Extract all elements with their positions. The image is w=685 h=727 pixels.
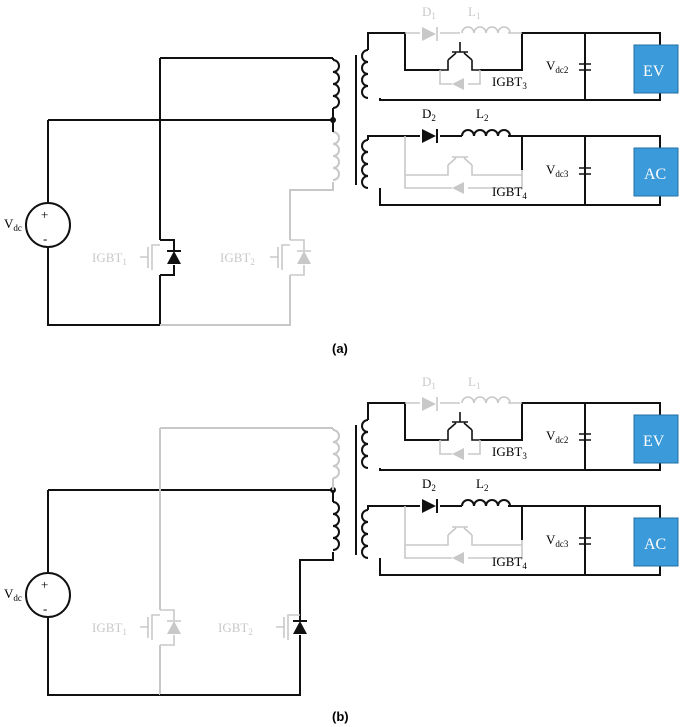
igbt1-label-a: IGBT1 — [92, 250, 127, 267]
ev-load-box-b — [633, 414, 679, 464]
primary-coil-top-a — [332, 59, 340, 109]
plus-sign: + — [41, 207, 48, 222]
ac-load-box-a — [633, 147, 679, 197]
caption-b: (b) — [332, 709, 349, 724]
vdc-label-b: Vdc — [4, 586, 22, 603]
ac-load-box-b — [633, 517, 679, 567]
d2-label-a: D2 — [422, 106, 436, 123]
diode-igbt2-b — [293, 621, 307, 634]
diode-igbt1-a — [167, 251, 181, 264]
vdc2-label-b: Vdc2 — [546, 428, 568, 445]
igbt2-label-b: IGBT2 — [218, 620, 253, 637]
ev-load-label-b: EV — [643, 433, 665, 450]
igbt3-label-b: IGBT3 — [492, 444, 527, 461]
igbt2-label-a: IGBT2 — [220, 250, 255, 267]
vdc3-label-b: Vdc3 — [546, 532, 569, 549]
l1-label-a: L1 — [468, 4, 480, 21]
inductor-l2-a — [461, 129, 511, 137]
minus-sign: - — [43, 231, 47, 246]
panel-b: + - Vdc IGBT1 IGBT2 D1 L1 IGBT3 — [4, 374, 679, 696]
vdc-label: Vdc — [4, 216, 22, 233]
svg-text:+: + — [41, 577, 48, 592]
l2-label-b: L2 — [476, 476, 488, 493]
d1-label-b: D1 — [422, 374, 436, 391]
igbt1-label-b: IGBT1 — [92, 620, 127, 637]
d2-label-b: D2 — [422, 476, 436, 493]
igbt3-label-a: IGBT3 — [492, 74, 527, 91]
ac-load-label-b: AC — [644, 536, 666, 553]
ac-load-label-a: AC — [644, 166, 666, 183]
l2-label-a: L2 — [476, 106, 488, 123]
svg-text:-: - — [43, 601, 47, 616]
d1-label-a: D1 — [422, 4, 436, 21]
igbt4-label-a: IGBT4 — [492, 184, 527, 201]
panel-a: + - Vdc IGBT1 IGBT2 — [4, 4, 679, 326]
diode-d2-a — [422, 129, 436, 143]
ev-load-box-a — [633, 44, 679, 94]
vdc3-label-a: Vdc3 — [546, 162, 569, 179]
l1-label-b: L1 — [468, 374, 480, 391]
ev-load-label-a: EV — [643, 63, 665, 80]
vdc2-label-a: Vdc2 — [546, 58, 568, 75]
dc-source-a: + - — [25, 120, 160, 326]
igbt4-label-b: IGBT4 — [492, 554, 527, 571]
caption-a: (a) — [332, 341, 348, 356]
